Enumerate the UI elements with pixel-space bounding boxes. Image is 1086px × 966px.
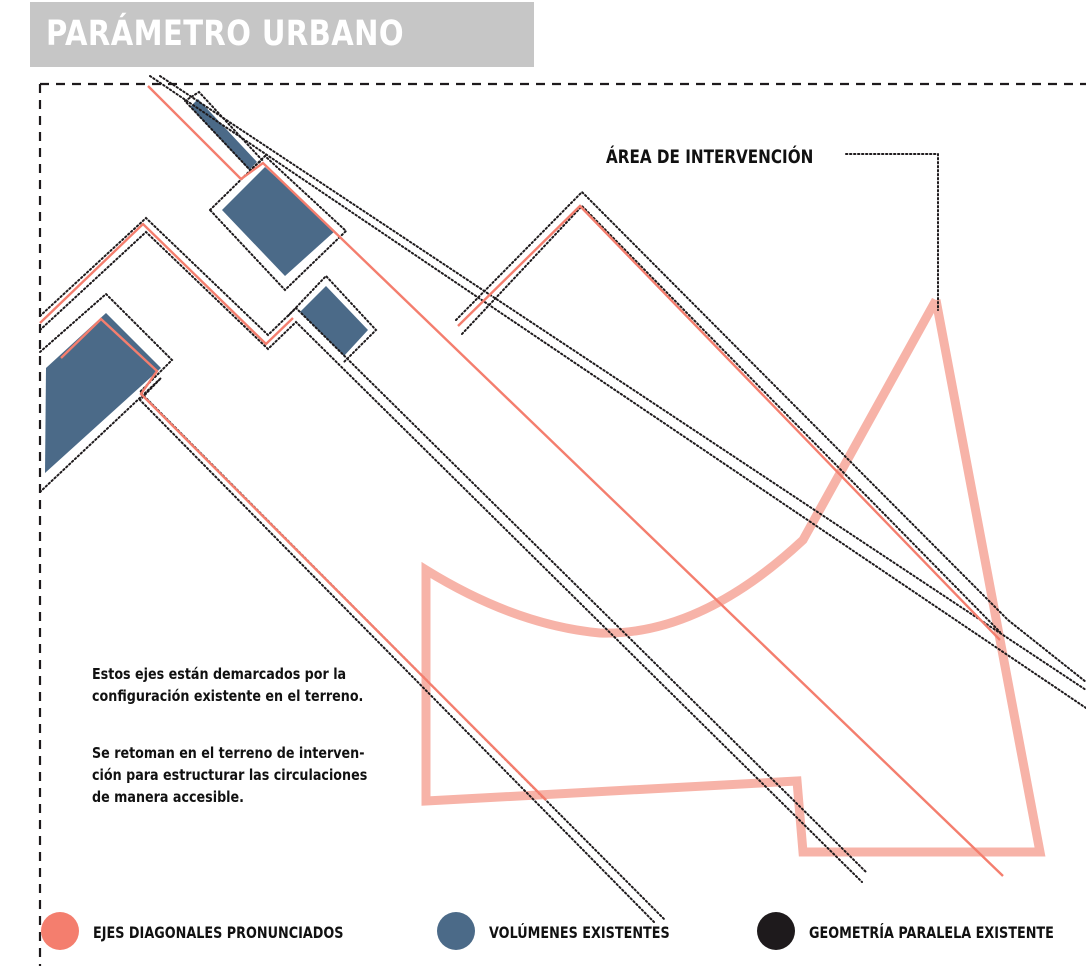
description-line: Se retoman en el terreno de interven- xyxy=(92,744,365,762)
description-paragraph-1: Estos ejes están demarcados por la confi… xyxy=(92,663,364,707)
dotted-outline-block-2 xyxy=(287,274,378,363)
diagonal-axes xyxy=(39,85,1004,877)
description-line: ción para estructurar las circulaciones xyxy=(92,766,368,784)
volume-block-2 xyxy=(300,286,368,356)
axis-intervention xyxy=(457,204,1001,641)
description-line: Estos ejes están demarcados por la xyxy=(92,665,347,683)
legend-swatch-salmon xyxy=(41,912,79,950)
dotted-path-left-lower xyxy=(39,230,863,883)
axis-volume-edge xyxy=(60,317,547,801)
area-label-leader xyxy=(845,153,939,311)
page-title: PARÁMETRO URBANO xyxy=(46,14,404,54)
dotted-axis-1 xyxy=(149,75,1086,709)
dotted-path-left-volume-upper xyxy=(39,292,666,921)
dotted-area-upper xyxy=(455,190,1086,683)
legend-swatch-blue xyxy=(437,912,475,950)
volume-strip xyxy=(190,99,257,170)
title-band: PARÁMETRO URBANO xyxy=(30,2,534,67)
volume-block-1 xyxy=(222,167,335,276)
dotted-path-left-volume-lower xyxy=(39,377,655,923)
dotted-axis-2 xyxy=(159,75,1086,691)
legend-label: GEOMETRÍA PARALELA EXISTENTE xyxy=(809,923,1054,942)
legend-label: EJES DIAGONALES PRONUNCIADOS xyxy=(93,923,344,942)
description-line: configuración existente en el terreno. xyxy=(92,687,364,705)
site-boundary xyxy=(38,82,1086,966)
legend-swatch-black xyxy=(757,912,795,950)
intervention-area-label: ÁREA DE INTERVENCIÓN xyxy=(606,146,814,168)
intervention-area-outline xyxy=(421,297,1046,857)
description-line: de manera accesible. xyxy=(92,788,244,806)
existing-volumes xyxy=(45,99,368,473)
legend-label: VOLÚMENES EXISTENTES xyxy=(489,923,670,942)
volume-block-3 xyxy=(45,313,161,473)
description-paragraph-2: Se retoman en el terreno de interven- ci… xyxy=(92,742,368,808)
axis-main-upper xyxy=(147,85,1004,877)
dotted-area-lower xyxy=(461,204,1001,633)
dotted-path-left-upper xyxy=(39,216,867,873)
parallel-geometry xyxy=(39,75,1086,923)
axis-middle xyxy=(39,222,294,346)
